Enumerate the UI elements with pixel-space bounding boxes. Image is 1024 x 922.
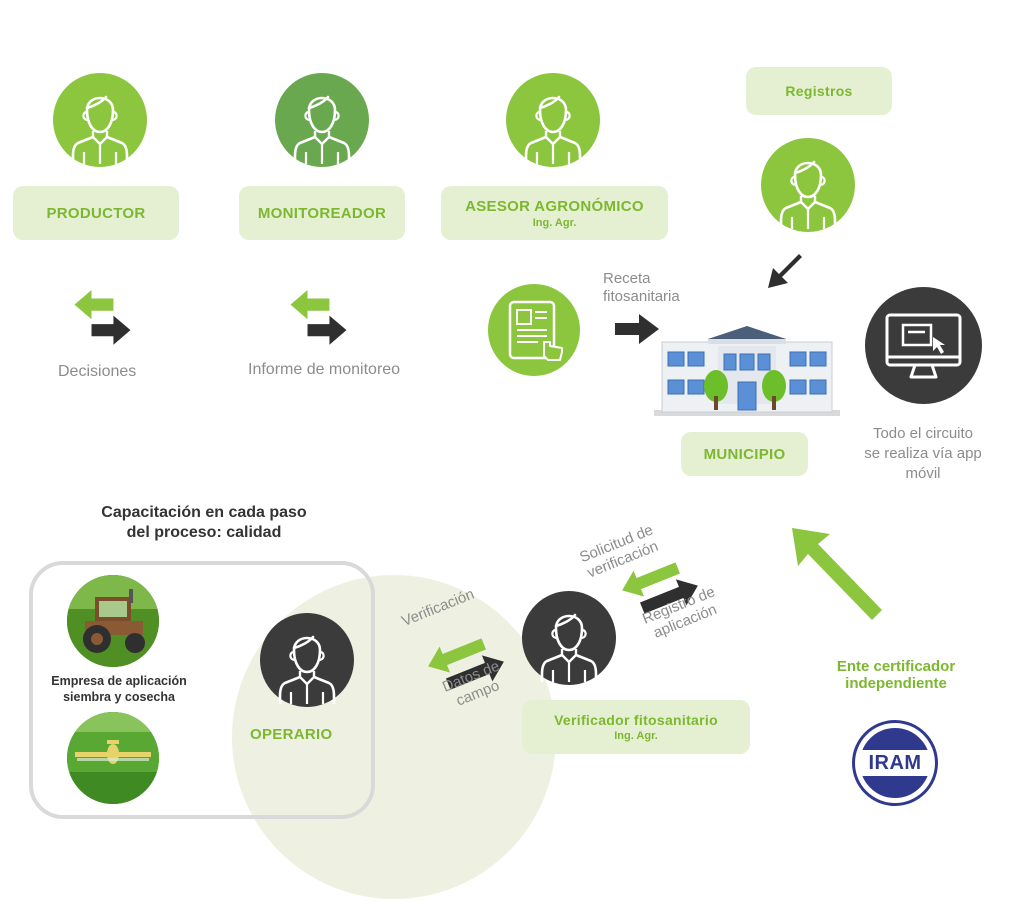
circuito-line2: se realiza vía app	[864, 445, 982, 462]
iram-logo: IRAM	[855, 723, 935, 803]
operario-avatar	[260, 613, 354, 707]
app-circle	[865, 287, 982, 404]
document-touch-icon	[508, 300, 563, 361]
circuito-line3: móvil	[905, 465, 941, 482]
capacitacion-title: Capacitación en cada paso del proceso: c…	[74, 503, 334, 543]
verificador-avatar	[522, 591, 616, 685]
registros-avatar	[761, 138, 855, 232]
ente-label: Ente certificador independiente	[810, 658, 982, 692]
circuito-text: Todo el circuito se realiza vía app móvi…	[848, 424, 998, 484]
capacitacion-line1: Capacitación en cada paso	[101, 504, 307, 521]
capacitacion-line2: del proceso: calidad	[126, 524, 282, 541]
person-icon	[524, 95, 582, 166]
verificador-label-box: Verificador fitosanitario Ing. Agr.	[522, 700, 750, 754]
receta-label-line1: Receta	[603, 270, 651, 287]
asesor-sublabel: Ing. Agr.	[532, 216, 577, 229]
person-icon	[278, 635, 336, 706]
operario-label: OPERARIO	[250, 726, 333, 743]
arrow-down-left-icon	[768, 250, 802, 288]
verificador-label: Verificador fitosanitario	[554, 712, 718, 728]
informe-label: Informe de monitoreo	[248, 361, 401, 378]
bidirectional-arrows-icon	[290, 290, 347, 345]
bidirectional-arrows-icon	[74, 290, 131, 345]
monitoreador-avatar	[275, 73, 369, 167]
empresa-line2: siembra y cosecha	[63, 690, 175, 704]
arrow-up-left-icon	[792, 528, 882, 620]
productor-avatar	[53, 73, 147, 167]
verificador-sublabel: Ing. Agr.	[614, 730, 658, 742]
person-icon	[71, 95, 129, 166]
person-icon	[293, 95, 351, 166]
capacitacion-box	[29, 561, 375, 819]
bidirectional-arrows-icon	[428, 638, 504, 690]
ente-line2: independiente	[845, 675, 947, 692]
registros-label-box: Registros	[746, 67, 892, 115]
circuito-line1: Todo el circuito	[872, 425, 974, 442]
receta-circle	[488, 284, 580, 376]
empresa-line1: Empresa de aplicación	[51, 674, 187, 688]
registros-label: Registros	[785, 83, 853, 99]
municipio-label: MUNICIPIO	[703, 445, 786, 463]
asesor-avatar	[506, 73, 600, 167]
person-icon	[540, 613, 598, 684]
person-icon	[779, 160, 837, 231]
receta-label-line2: fitosanitaria	[603, 288, 680, 305]
monitoreador-label-box: MONITOREADOR	[239, 186, 405, 240]
municipio-label-box: MUNICIPIO	[681, 432, 808, 476]
iram-text: IRAM	[868, 751, 922, 774]
monitor-app-icon	[885, 313, 962, 379]
tractor-photo	[67, 575, 159, 667]
asesor-label-box: ASESOR AGRONÓMICO Ing. Agr.	[441, 186, 668, 240]
building-icon	[654, 326, 840, 416]
arrow-right-icon	[615, 314, 659, 344]
productor-label: PRODUCTOR	[46, 204, 146, 222]
empresa-label: Empresa de aplicación siembra y cosecha	[38, 673, 200, 705]
decisiones-label: Decisiones	[58, 363, 137, 380]
ente-line1: Ente certificador	[836, 658, 956, 675]
productor-label-box: PRODUCTOR	[13, 186, 179, 240]
asesor-label: ASESOR AGRONÓMICO	[465, 197, 644, 215]
monitoreador-label: MONITOREADOR	[257, 204, 387, 222]
plane-photo	[67, 712, 159, 804]
bidirectional-arrows-icon	[622, 562, 698, 614]
